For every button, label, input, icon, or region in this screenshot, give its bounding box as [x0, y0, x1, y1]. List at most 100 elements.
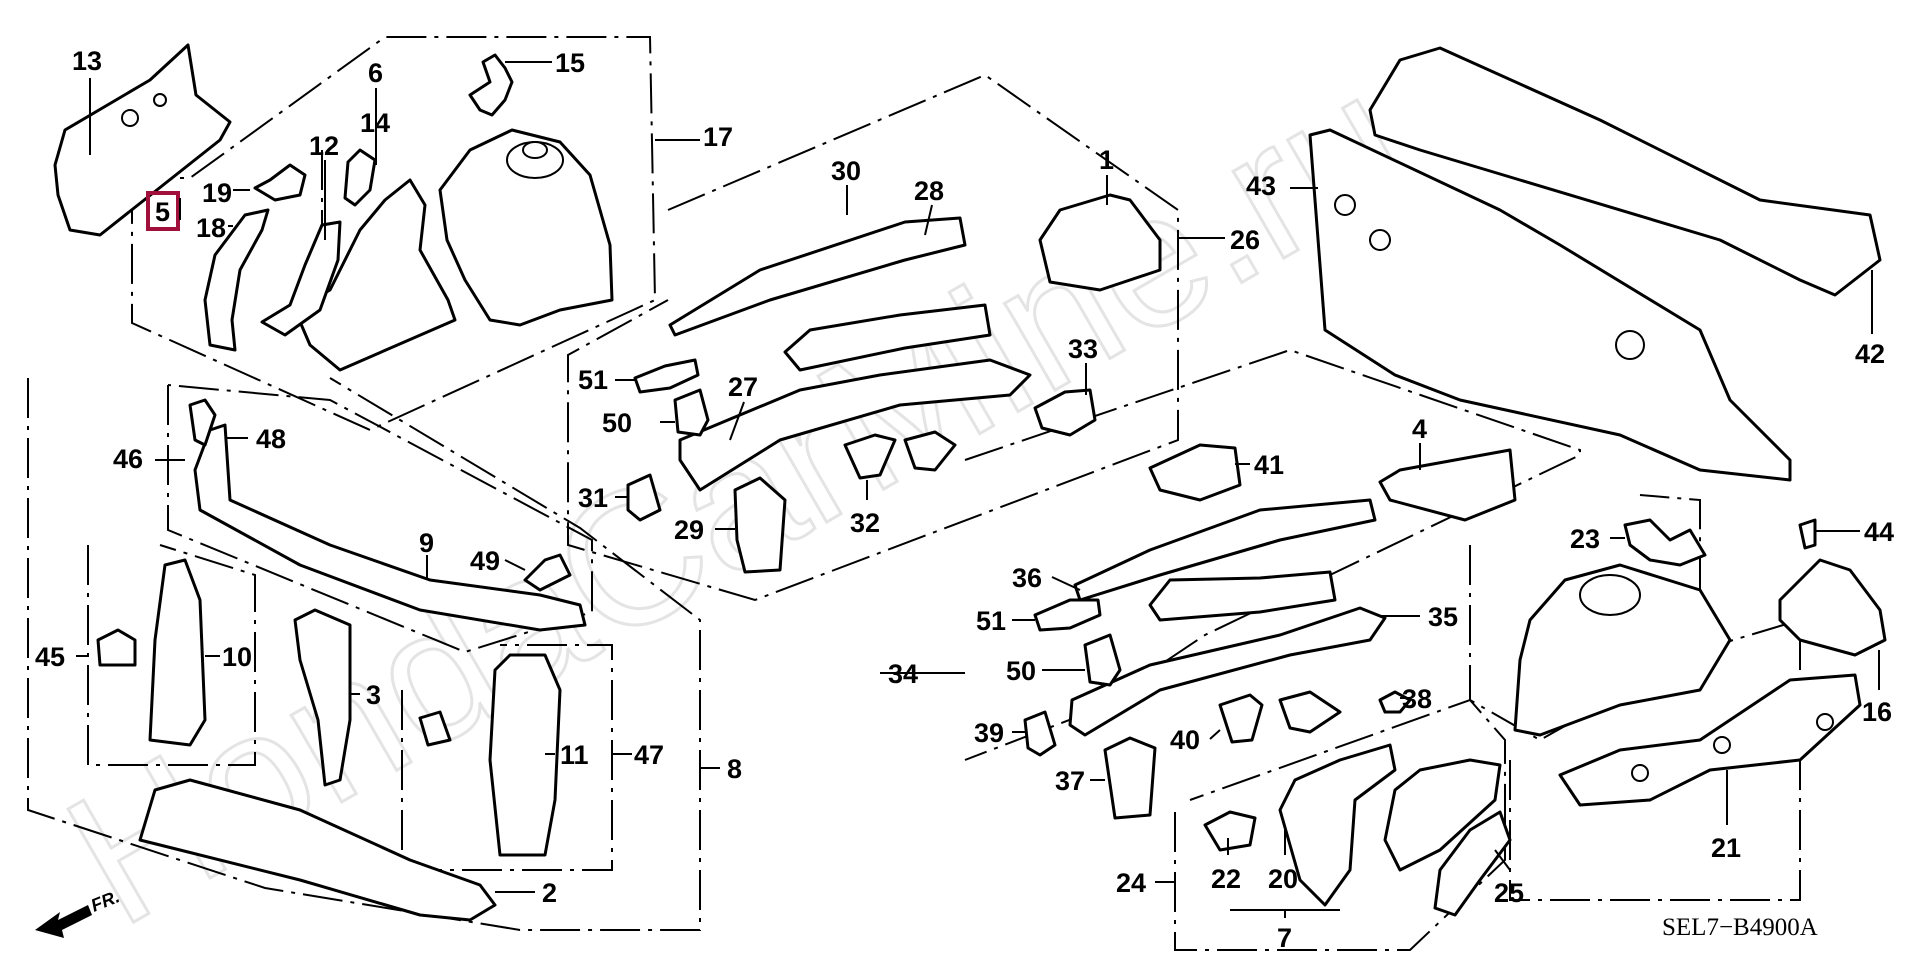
part-label-24[interactable]: 24	[1116, 868, 1146, 898]
part-4-shape	[1378, 448, 1517, 522]
part-41-shape	[1148, 443, 1242, 502]
part-label-46[interactable]: 46	[113, 444, 143, 474]
part-label-6[interactable]: 6	[368, 58, 383, 88]
part-label-47[interactable]: 47	[634, 740, 664, 770]
part-label-37[interactable]: 37	[1055, 766, 1085, 796]
part-43-shape	[1308, 128, 1792, 482]
part-3-shape	[293, 608, 352, 787]
part-37-shape	[1103, 736, 1157, 820]
part-40-shape	[1218, 690, 1342, 744]
part-32-shape	[843, 430, 957, 480]
group-46-boundary	[167, 384, 593, 654]
arrow-left-icon	[35, 905, 92, 938]
part-35-upper-shape	[1148, 570, 1337, 622]
part-label-34[interactable]: 34	[888, 659, 918, 689]
part-label-7[interactable]: 7	[1277, 923, 1292, 953]
part-47-shape	[418, 710, 452, 747]
part-18-shape	[203, 208, 270, 352]
part-label-2[interactable]: 2	[542, 878, 557, 908]
part-label-17[interactable]: 17	[703, 122, 733, 152]
part-label-42[interactable]: 42	[1855, 339, 1885, 369]
part-label-29[interactable]: 29	[674, 515, 704, 545]
part-label-51[interactable]: 51	[578, 365, 608, 395]
part-label-14[interactable]: 14	[360, 108, 390, 138]
part-label-10[interactable]: 10	[222, 642, 252, 672]
part-label-13[interactable]: 13	[72, 46, 102, 76]
part-50-shape	[673, 388, 710, 437]
part-label-18[interactable]: 18	[196, 213, 226, 243]
part-15-shape	[468, 53, 514, 117]
part-label-12[interactable]: 12	[309, 131, 339, 161]
part-label-36[interactable]: 36	[1012, 563, 1042, 593]
part-label-16[interactable]: 16	[1862, 697, 1892, 727]
part-6-shape	[293, 178, 457, 372]
part-label-4[interactable]: 4	[1412, 414, 1427, 444]
part-label-23[interactable]: 23	[1570, 524, 1600, 554]
part-label-33[interactable]: 33	[1068, 334, 1098, 364]
part-14-shape	[343, 148, 377, 207]
part-label-43[interactable]: 43	[1246, 171, 1276, 201]
part-2-shape	[138, 778, 497, 922]
part-label-38[interactable]: 38	[1402, 684, 1432, 714]
part-label-31[interactable]: 31	[578, 483, 608, 513]
group-17-boundary	[131, 36, 657, 432]
part-label-51b[interactable]: 51	[976, 606, 1006, 636]
part-label-45[interactable]: 45	[35, 642, 65, 672]
part-label-40[interactable]: 40	[1170, 725, 1200, 755]
part-frame-hatched-shape	[783, 303, 992, 372]
part-12-shape	[260, 220, 342, 337]
group-21-boundary	[1509, 618, 1801, 901]
part-label-3[interactable]: 3	[366, 680, 381, 710]
part-16-shape	[1778, 558, 1887, 657]
part-label-19[interactable]: 19	[202, 178, 232, 208]
part-16-main-shape	[1513, 563, 1732, 737]
part-31-shape	[626, 473, 662, 522]
part-label-26[interactable]: 26	[1230, 225, 1260, 255]
part-49-shape	[523, 553, 572, 592]
part-label-1[interactable]: 1	[1099, 145, 1114, 175]
part-29-shape	[733, 476, 787, 574]
part-label-35[interactable]: 35	[1428, 602, 1458, 632]
part-label-11[interactable]: 11	[560, 740, 589, 770]
part-label-5[interactable]: 5	[155, 197, 170, 227]
part-33-shape	[1033, 388, 1097, 437]
part-13-shape	[53, 43, 232, 237]
part-label-28[interactable]: 28	[914, 176, 944, 206]
part-51b-shape	[1033, 598, 1102, 632]
part-28-shape	[668, 216, 967, 337]
part-22-shape	[1203, 810, 1257, 852]
parts	[53, 43, 1887, 922]
part-label-50[interactable]: 50	[602, 408, 632, 438]
part-label-21[interactable]: 21	[1711, 833, 1741, 863]
part-label-8[interactable]: 8	[727, 754, 742, 784]
group-45-boundary	[87, 544, 256, 766]
part-labels: 13 6 15 17 14 12 19 5 18 30 28 1 26 43 4…	[35, 46, 1894, 953]
part-label-39[interactable]: 39	[974, 718, 1004, 748]
part-51-shape	[633, 358, 700, 394]
part-1-shape	[1038, 193, 1162, 292]
part-label-22[interactable]: 22	[1211, 864, 1241, 894]
part-label-50b[interactable]: 50	[1006, 656, 1036, 686]
part-label-44[interactable]: 44	[1864, 517, 1894, 547]
part-label-25[interactable]: 25	[1494, 878, 1524, 908]
part-10-shape	[148, 558, 207, 747]
leader-lines	[76, 61, 1880, 918]
part-label-41[interactable]: 41	[1254, 450, 1284, 480]
part-label-27[interactable]: 27	[728, 372, 758, 402]
part-24-shape	[1383, 758, 1502, 872]
part-label-30[interactable]: 30	[831, 156, 861, 186]
group-47-boundary	[401, 644, 613, 871]
part-label-20[interactable]: 20	[1268, 864, 1298, 894]
part-label-9[interactable]: 9	[419, 528, 434, 558]
part-35-shape	[1068, 606, 1387, 737]
part-label-48[interactable]: 48	[256, 424, 286, 454]
part-20-shape	[1278, 743, 1397, 907]
part-19-shape	[253, 163, 307, 202]
group-26-boundary	[567, 73, 1179, 602]
part-label-49[interactable]: 49	[470, 546, 500, 576]
part-label-15[interactable]: 15	[555, 48, 585, 78]
part-label-32[interactable]: 32	[850, 508, 880, 538]
part-36-shape	[1073, 498, 1377, 602]
part-45-shape	[96, 628, 137, 667]
